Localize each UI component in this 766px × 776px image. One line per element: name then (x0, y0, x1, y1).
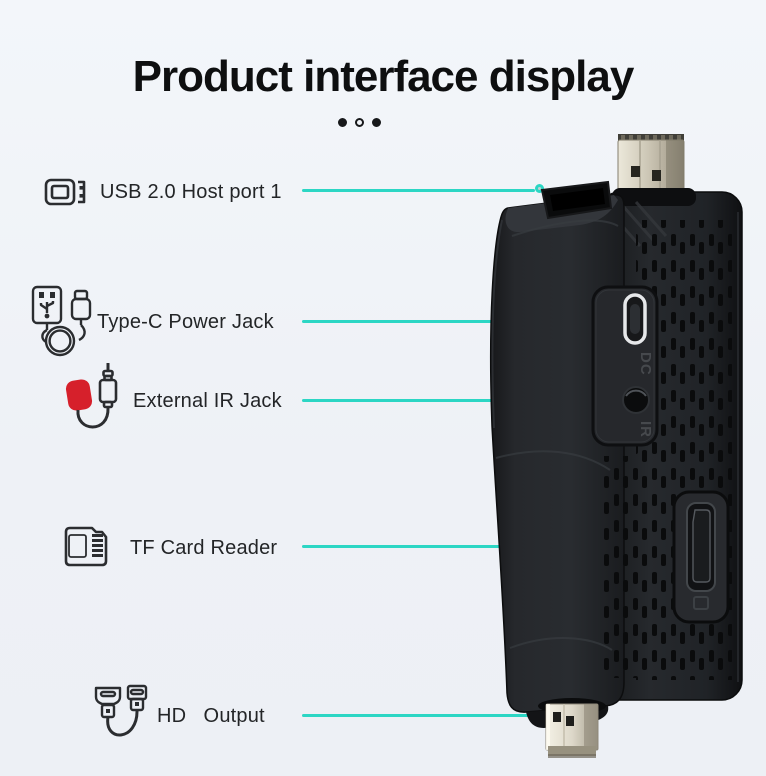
callout-label-hd: HD Output (157, 705, 265, 727)
side-port-panel: DC IR (591, 285, 659, 447)
usb-cable-icon (26, 282, 98, 360)
type-c-port (623, 293, 647, 345)
hdmi-connector-top (617, 134, 685, 201)
usb-plug-icon (42, 172, 92, 212)
callout-line (302, 320, 608, 323)
dc-port-label: DC (637, 352, 654, 376)
callout-line (302, 399, 607, 402)
usb-host-port-opening (540, 180, 613, 220)
carousel-dot (372, 118, 381, 127)
callout-label-typec: Type-C Power Jack (97, 311, 274, 333)
carousel-dot (338, 118, 347, 127)
callout-label-usb: USB 2.0 Host port 1 (100, 181, 282, 203)
tf-card-slot (672, 490, 730, 624)
hdmi-connector-bottom (538, 698, 606, 758)
callout-line (302, 545, 680, 548)
callout-line (302, 189, 535, 192)
ir-port (622, 386, 650, 414)
carousel-dots (338, 118, 382, 127)
ir-cable-icon (60, 360, 124, 444)
device-photo: DC IR (489, 134, 743, 758)
page-title: Product interface display (132, 52, 635, 101)
callout-label-tf: TF Card Reader (130, 537, 278, 559)
tf-card-icon (58, 522, 114, 570)
ir-port-label: IR (637, 421, 654, 438)
carousel-dot (355, 118, 364, 127)
callout-label-ir: External IR Jack (133, 390, 282, 412)
hdmi-cable-icon (90, 682, 150, 754)
vent-slots (602, 456, 636, 678)
callout-marker (535, 184, 544, 193)
callout-line (302, 714, 529, 717)
